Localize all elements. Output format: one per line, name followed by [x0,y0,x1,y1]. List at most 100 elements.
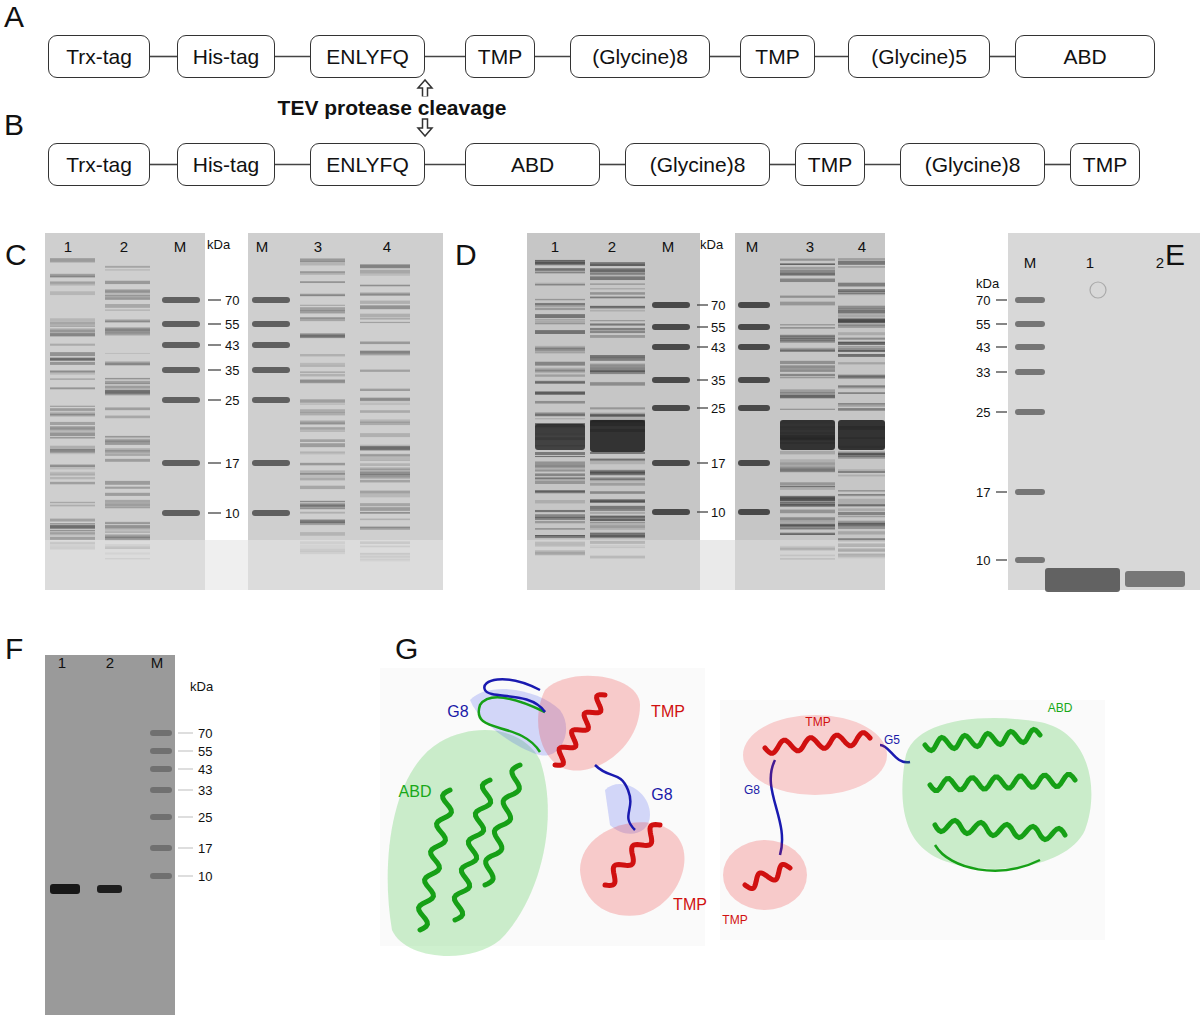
lane-label: M [662,239,675,254]
figure-shape [780,267,835,270]
construct-segment: (Glycine)5 [848,35,990,78]
figure-shape [360,467,410,470]
figure-shape [50,526,95,529]
figure-shape [105,378,150,380]
lane-label: 3 [806,239,814,254]
figure-shape [590,335,645,338]
figure-shape [50,291,95,295]
figure-shape [50,466,95,470]
figure-shape [360,503,410,506]
figure-shape [838,403,885,404]
segment-label: (Glycine)8 [650,153,746,177]
figure-shape [527,233,700,590]
figure-shape [590,413,645,417]
figure-shape [535,314,585,318]
figure-shape [996,411,1007,412]
figure-shape [300,503,345,506]
construct-segment: His-tag [177,143,275,186]
marker-size: 10 [198,870,212,883]
figure-shape [360,264,410,268]
figure-shape [300,258,345,262]
figure-shape [300,512,345,514]
figure-shape [150,845,172,851]
figure-shape [590,382,645,386]
figure-shape [738,377,770,383]
marker-size: 10 [711,506,725,519]
figure-shape [105,353,150,354]
figure-shape [360,370,410,372]
figure-shape [479,697,545,752]
figure-shape [418,119,432,136]
figure-shape [535,461,585,464]
figure-shape [697,407,708,408]
lane-label: 1 [64,239,72,254]
lane-label: 2 [120,239,128,254]
figure-shape [780,374,835,376]
figure-shape [780,270,835,272]
figure-shape [738,302,770,308]
figure-shape [590,310,645,312]
figure-shape [590,320,645,321]
figure-shape [454,780,490,920]
figure-shape [590,271,645,274]
figure-shape [838,456,885,458]
figure-shape [360,398,410,401]
figure-shape [535,412,585,416]
figure-shape [300,335,345,338]
figure-shape [360,285,410,287]
figure-shape [1125,571,1185,587]
figure-shape [178,768,193,769]
figure-shape [838,385,885,387]
figure-shape [162,342,200,348]
figure-shape [1090,282,1106,298]
marker-size: 70 [198,727,212,740]
figure-shape [590,276,645,280]
figure-shape [590,306,645,309]
figure-shape [360,458,410,459]
figure-shape [996,491,1007,492]
figure-shape [105,281,150,284]
marker-size: 43 [711,341,725,354]
figure-shape [535,299,585,300]
figure-shape [535,456,585,457]
figure-shape [996,559,1007,560]
figure-shape [838,495,885,497]
figure-shape [485,765,520,885]
figure-shape [697,462,708,463]
structure-label: TMP [722,914,747,926]
figure-shape [580,822,684,916]
marker-size: 25 [198,811,212,824]
figure-shape [360,399,410,400]
figure-shape [45,540,443,590]
figure-shape [300,354,345,356]
figure-shape [208,462,221,463]
figure-shape [780,397,835,399]
figure-shape [208,299,221,300]
figure-shape [535,392,585,395]
figure-shape [300,409,345,412]
figure-shape [300,463,345,465]
figure-shape [50,406,95,407]
structure-label: TMP [805,716,830,728]
figure-shape [50,525,95,529]
figure-shape [838,293,885,294]
figure-shape [105,334,150,336]
figure-shape [105,266,150,268]
figure-shape [838,291,885,293]
figure-shape [652,460,690,466]
figure-shape [360,354,410,356]
figure-shape [535,330,585,334]
figure-shape [697,304,708,305]
panel-letter: F [5,634,23,664]
figure-shape [300,307,345,311]
figure-shape [535,260,585,262]
figure-shape [50,532,95,535]
figure-shape [50,282,95,286]
figure-shape [535,535,585,538]
segment-label: TMP [1083,153,1127,177]
figure-shape [105,531,150,532]
construct-segment: (Glycine)8 [570,35,710,78]
figure-shape [590,470,645,473]
figure-shape [765,733,870,754]
figure-shape [838,321,885,324]
